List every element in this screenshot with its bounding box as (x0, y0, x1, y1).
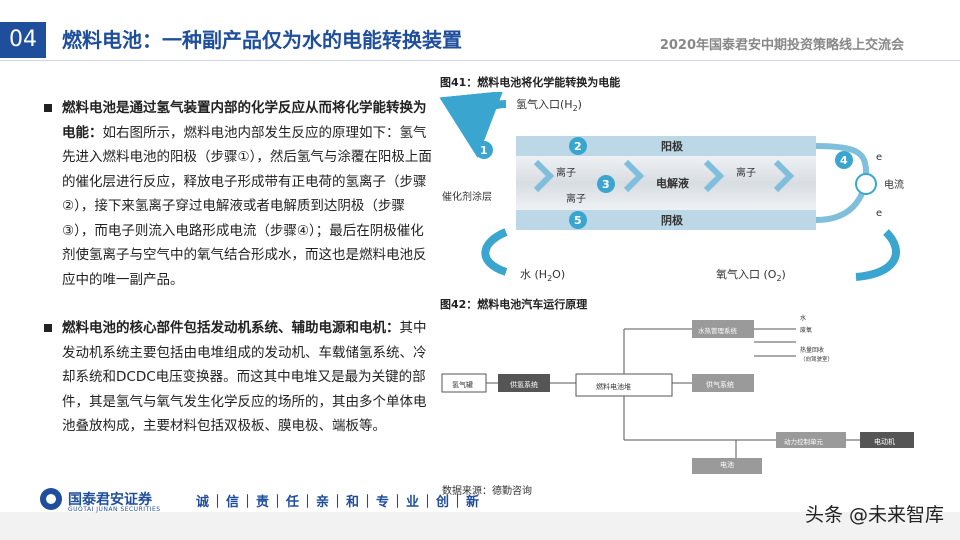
anode-label: 阳极 (661, 139, 684, 153)
company-motto: 诚｜信｜责｜任｜亲｜和｜专｜业｜创｜新 (196, 495, 482, 510)
step-2-label: 2 (574, 140, 582, 153)
step-4-label: 4 (840, 154, 848, 167)
paragraph-heading: 燃料电池的核心部件包括发动机系统、辅助电源和电机： (62, 320, 400, 336)
step-3-label: 3 (602, 178, 610, 191)
water-outflow-arrow (481, 228, 508, 276)
electrolyte-label: 电解液 (656, 176, 690, 190)
air-supply-label: 供气系统 (706, 380, 734, 389)
motor-box (860, 432, 914, 448)
paragraph-heading: 燃料电池是通过氢气装置内部的化学反应从而将化学能转换为电能： (62, 100, 427, 141)
battery-box: 电池 (692, 458, 762, 474)
oxygen-inflow-arrow (855, 229, 900, 281)
electrolyte-layer (516, 156, 816, 210)
cathode-label: 阴极 (661, 213, 684, 227)
figure42-fcev-diagram: 氢气罐 供氢系统 燃料电池堆 水热管理系统 供气系统 动力控制单元 电动机 水 … (436, 312, 920, 460)
step-badge-4 (835, 151, 853, 169)
bullet-icon (44, 324, 52, 332)
figure41-fuel-cell-diagram: 氢气入口(H2) 阳极 电解液 离子 离子 离子 阴极 1 2 3 4 5 催化… (436, 91, 920, 286)
ion-label-1: 离子 (556, 166, 576, 179)
body-text: 燃料电池是通过氢气装置内部的化学反应从而将化学能转换为电能：如右图所示，燃料电池… (44, 96, 434, 439)
section-number: 04 (0, 22, 46, 58)
cathode-layer (516, 210, 816, 230)
ion-chevron (533, 159, 555, 193)
current-label: 电流 (884, 178, 904, 191)
step-badge-5 (569, 211, 587, 229)
header-divider (0, 60, 960, 61)
air-supply-box (692, 374, 754, 392)
step-1-label: 1 (480, 144, 488, 157)
hydrogen-inlet-label: 氢气入口(H2) (516, 97, 582, 113)
paragraph-fuel-cell-principle: 燃料电池是通过氢气装置内部的化学反应从而将化学能转换为电能：如右图所示，燃料电池… (44, 96, 434, 292)
heat-recovery-label: 热量回收 (800, 346, 824, 354)
watermark: 头条 @未来智库 (804, 504, 944, 526)
water-thermal-box (692, 320, 754, 338)
hydrogen-tank-label: 氢气罐 (452, 380, 473, 389)
data-source: 数据来源：德勤咨询 (442, 486, 532, 497)
electron-label-bottom: e (876, 208, 882, 219)
anode-layer (516, 136, 816, 156)
bullet-icon (44, 104, 52, 112)
hydrogen-flow-arrow (439, 91, 507, 158)
paragraph-text: 如右图所示，燃料电池内部发生反应的原理如下：氢气先进入燃料电池的阳极（步骤①），… (62, 124, 432, 288)
figure41-caption: 图41：燃料电池将化学能转换为电能 (440, 76, 621, 89)
output-water-label: 水 (800, 314, 806, 322)
ion-label-2: 离子 (566, 192, 586, 205)
fuel-stack-label: 燃料电池堆 (596, 382, 631, 391)
battery-label: 电池 (720, 461, 734, 469)
circuit-wire (815, 143, 870, 223)
step-badge-3 (597, 175, 615, 193)
power-control-box (776, 432, 846, 448)
heat-recovery-sub-label: （向驾驶室） (800, 355, 833, 363)
figure42-caption: 图42：燃料电池汽车运行原理 (440, 298, 588, 311)
ion-chevron (703, 159, 725, 193)
output-exhaust-label: 废氧 (800, 326, 812, 334)
motor-label: 电动机 (874, 437, 895, 446)
ion-chevron (623, 159, 645, 193)
logo-mark-icon (40, 488, 62, 510)
step-5-label: 5 (574, 214, 582, 227)
electron-label-top: e (876, 152, 882, 163)
power-control-label: 动力控制单元 (784, 437, 824, 446)
supply-system-box (498, 374, 550, 392)
step-badge-1 (475, 141, 493, 159)
paragraph-core-components: 燃料电池的核心部件包括发动机系统、辅助电源和电机：其中发动机系统主要包括由电堆组… (44, 316, 434, 439)
catalyst-label: 催化剂涂层 (442, 190, 492, 203)
water-label: 水 (H2O) (520, 268, 565, 283)
logo-chinese-name: 国泰君安证券 (68, 492, 152, 508)
current-coil-icon (855, 173, 877, 195)
oxygen-inlet-label: 氧气入口 (O2) (716, 267, 786, 283)
company-logo: 国泰君安证券 GUOTAI JUNAN SECURITIES (40, 488, 160, 513)
supply-system-label: 供氢系统 (510, 380, 538, 389)
logo-english-name: GUOTAI JUNAN SECURITIES (68, 506, 161, 513)
paragraph-text: 其中发动机系统主要包括由电堆组成的发动机、车载储氢系统、冷却系统和DCDC电压变… (62, 320, 427, 434)
event-name: 2020年国泰君安中期投资策略线上交流会 (659, 38, 904, 53)
ion-label-3: 离子 (736, 166, 756, 179)
water-thermal-label: 水热管理系统 (698, 326, 738, 335)
ion-chevron (773, 159, 795, 193)
step-badge-2 (569, 137, 587, 155)
page-title: 燃料电池：一种副产品仅为水的电能转换装置 (62, 28, 462, 52)
